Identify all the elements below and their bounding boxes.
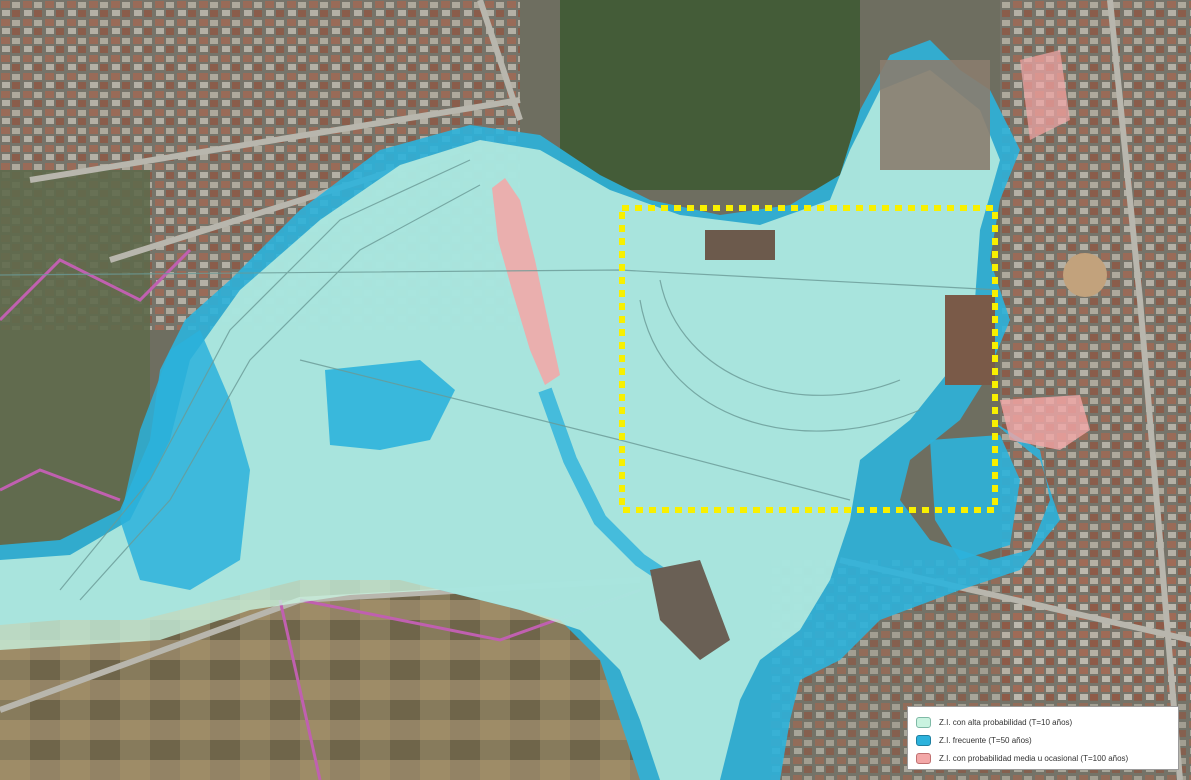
legend-swatch-frequent (916, 734, 931, 746)
flood-zone-medium-east (1000, 395, 1090, 450)
municipal-boundary-lines (0, 248, 641, 780)
flood-pond-west (120, 330, 250, 590)
legend-label: Z.I. con alta probabilidad (T=10 años) (939, 717, 1073, 727)
legend-swatch-high-probability (916, 716, 931, 728)
building-block-east (945, 295, 995, 385)
flood-pond-east (930, 435, 1020, 560)
legend-swatch-medium-probability (916, 752, 931, 764)
building-fortress-south (650, 560, 730, 660)
bullring (1063, 253, 1107, 297)
legend-label: Z.I. frecuente (T=50 años) (939, 735, 1032, 745)
flood-zone-medium-strip (492, 178, 560, 385)
legend-label: Z.I. con probabilidad media u ocasional … (939, 753, 1129, 763)
flood-zone-medium-north (1020, 50, 1070, 140)
flood-pond-central (325, 360, 455, 450)
parcels-west (0, 170, 150, 550)
legend-item-frequent: Z.I. frecuente (T=50 años) (916, 731, 1170, 749)
legend-item-medium-probability: Z.I. con probabilidad media u ocasional … (916, 749, 1170, 767)
woodland-north (560, 0, 860, 190)
legend-item-high-probability: Z.I. con alta probabilidad (T=10 años) (916, 713, 1170, 731)
map-legend: Z.I. con alta probabilidad (T=10 años) Z… (907, 706, 1179, 770)
study-area-outline (619, 205, 998, 513)
building-complex-north (880, 60, 990, 170)
building-monastery (705, 230, 775, 260)
